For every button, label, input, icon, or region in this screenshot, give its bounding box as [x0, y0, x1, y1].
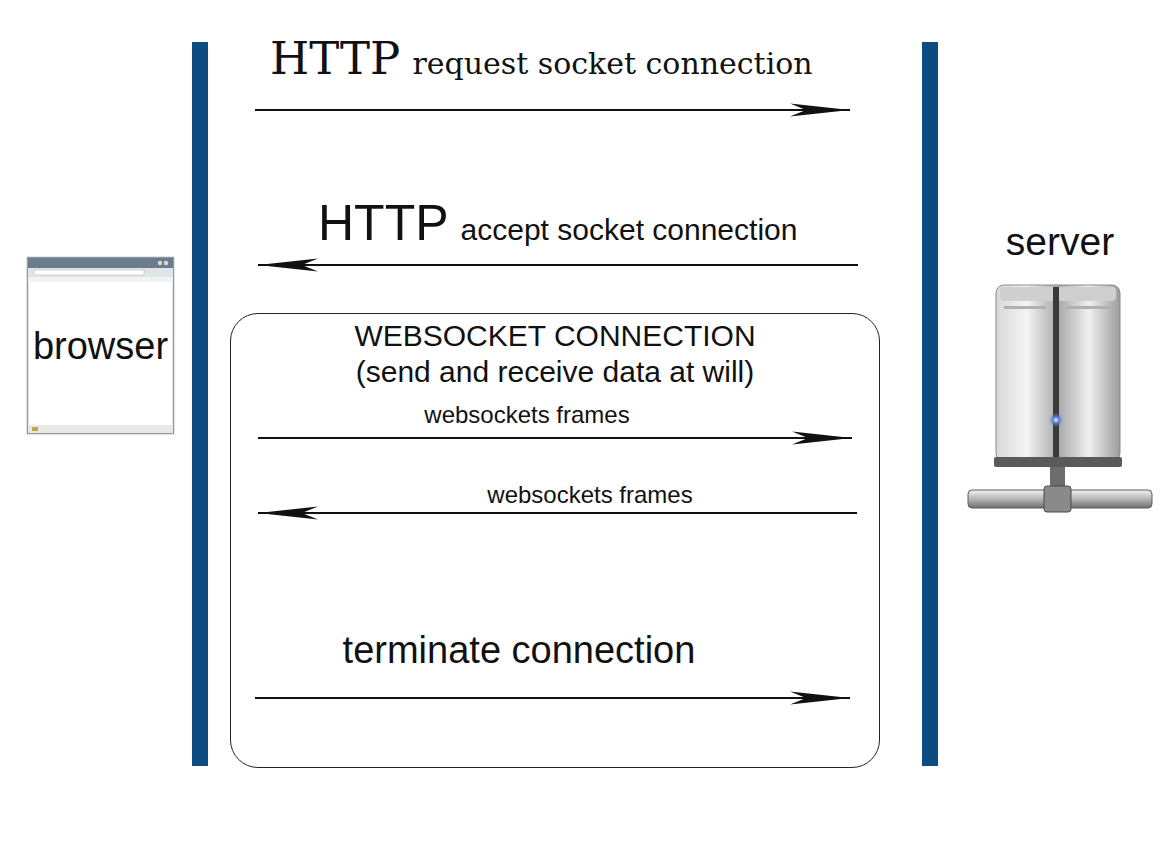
lifeline-bar: [192, 42, 208, 766]
lifeline-bar: [922, 42, 938, 766]
server-node: server: [965, 222, 1155, 514]
tool-bar: [28, 268, 173, 277]
title-bar: [28, 258, 173, 268]
connection-region: WEBSOCKET CONNECTION (send and receive d…: [230, 313, 880, 768]
server-bay: [1004, 306, 1046, 309]
bookmark-bar: [28, 277, 173, 282]
node-label: server: [1006, 222, 1114, 261]
arrow-caption: HTTP accept socket connection: [318, 198, 797, 248]
status-bar: [28, 425, 173, 433]
message-label: request socket connection: [412, 49, 812, 79]
protocol-label: HTTP: [270, 36, 400, 81]
arrow-line: [258, 264, 858, 266]
window-button: [158, 261, 162, 265]
arrowhead: [792, 432, 852, 445]
message-arrow: [258, 507, 857, 520]
arrowhead: [790, 692, 850, 705]
server-base: [994, 457, 1122, 467]
region-title: WEBSOCKET CONNECTION (send and receive d…: [340, 318, 770, 390]
address-bar: [34, 270, 144, 275]
message-label: accept socket connection: [461, 215, 798, 245]
server-case: [996, 285, 1120, 461]
server-tower: [968, 285, 1152, 512]
arrow-line: [258, 512, 857, 514]
window-button: [164, 261, 168, 265]
message-arrow: [258, 259, 858, 272]
message-arrow: [258, 432, 852, 445]
window-frame: [28, 258, 174, 434]
arrowhead: [790, 104, 850, 117]
status-icon: [32, 427, 38, 431]
arrowhead: [258, 507, 318, 520]
frame-label: websockets frames: [424, 403, 629, 427]
message-label: terminate connection: [343, 631, 696, 669]
arrow-line: [255, 109, 850, 111]
server-bay: [1066, 306, 1112, 309]
browser-window: [28, 258, 174, 434]
message-arrow: [255, 692, 850, 705]
arrow-line: [258, 437, 852, 439]
frame-label: websockets frames: [487, 483, 692, 507]
pipe-joint: [1044, 486, 1071, 512]
message-arrow: [255, 104, 850, 117]
server-led: [1049, 413, 1063, 427]
protocol-label: HTTP: [318, 198, 449, 248]
arrow-caption: HTTP request socket connection: [270, 36, 813, 81]
server-slot: [1053, 287, 1059, 459]
node-label: browser: [33, 327, 168, 365]
arrow-line: [255, 697, 850, 699]
arrowhead: [258, 259, 318, 272]
browser-box: browser: [27, 257, 174, 434]
